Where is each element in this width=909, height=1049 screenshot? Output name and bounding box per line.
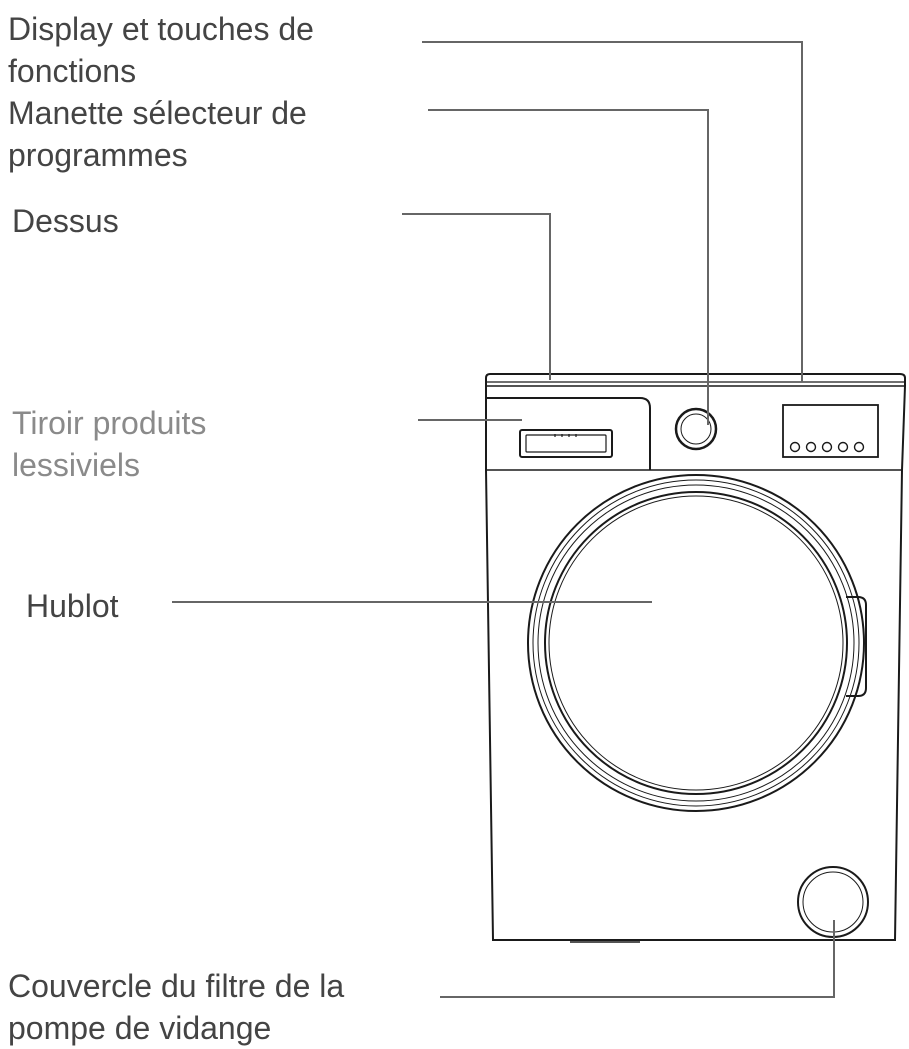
program-selector-knob xyxy=(674,407,718,451)
function-key-2 xyxy=(805,441,817,453)
label-display-line1: Display et touches de xyxy=(8,11,314,47)
leader-display xyxy=(422,41,803,382)
label-drawer-line2: lessiviels xyxy=(12,447,141,483)
label-display: Display et touches de fonctions xyxy=(8,8,314,92)
function-key-1 xyxy=(789,441,801,453)
leader-top xyxy=(402,213,551,380)
drawer-handle xyxy=(519,429,613,458)
label-top: Dessus xyxy=(12,200,119,242)
detergent-drawer xyxy=(486,397,651,470)
door-handle xyxy=(846,596,867,697)
label-selector: Manette sélecteur de programmes xyxy=(8,92,307,176)
machine-body xyxy=(485,385,906,941)
leader-lines xyxy=(172,41,835,998)
label-display-line2: fonctions xyxy=(8,53,137,89)
washing-machine xyxy=(485,373,906,943)
function-key-3 xyxy=(821,441,833,453)
leader-selector xyxy=(428,109,709,425)
label-top-line1: Dessus xyxy=(12,203,119,239)
label-drawer: Tiroir produits lessiviels xyxy=(12,402,206,486)
door xyxy=(527,474,867,812)
function-key-4 xyxy=(837,441,849,453)
label-door: Hublot xyxy=(26,585,119,627)
label-door-line1: Hublot xyxy=(26,588,119,624)
label-filter-line2: pompe de vidange xyxy=(8,1010,272,1046)
function-key-5 xyxy=(853,441,865,453)
machine-top xyxy=(485,373,906,387)
display-panel xyxy=(782,404,879,458)
label-drawer-line1: Tiroir produits xyxy=(12,405,207,441)
label-selector-line2: programmes xyxy=(8,137,188,173)
label-filter-line1: Couvercle du filtre de la xyxy=(8,968,345,1004)
leader-filter xyxy=(440,920,835,998)
label-selector-line1: Manette sélecteur de xyxy=(8,95,307,131)
label-filter: Couvercle du filtre de la pompe de vidan… xyxy=(8,965,344,1049)
